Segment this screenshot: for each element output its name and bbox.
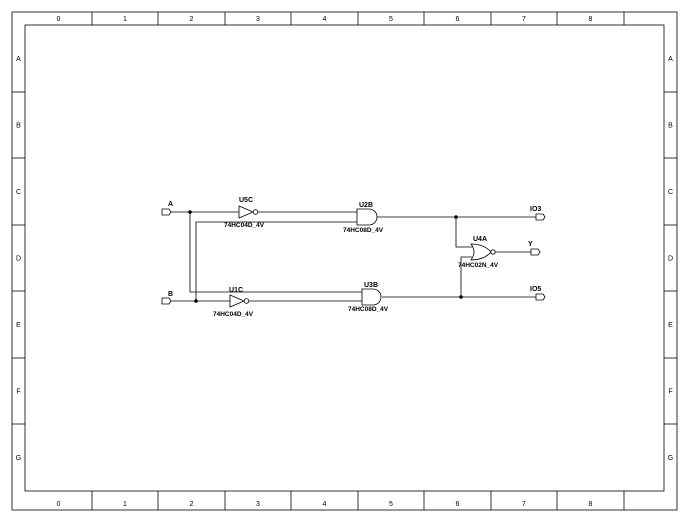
junction-b (194, 299, 198, 303)
junction-a (188, 210, 192, 214)
inverter-u1c-bubble (243, 298, 250, 304)
frame-row-label-right: D (668, 256, 673, 263)
output-label-io3: IO3 (530, 206, 541, 213)
frame-row-label-right: F (668, 389, 672, 396)
frame-column-label-bottom: 4 (323, 501, 327, 508)
frame-column-label-bottom: 1 (123, 501, 127, 508)
nor-gate-u4a-icon (470, 243, 492, 261)
and-gate-u3b[interactable]: U3B 74HC08D_4V (348, 282, 389, 313)
frame-column-label-top: 1 (123, 16, 127, 23)
frame-row-label-left: B (16, 123, 21, 130)
output-label-y: Y (528, 241, 533, 248)
component-part: 74HC04D_4V (224, 222, 265, 229)
component-part: 74HC08D_4V (348, 306, 389, 313)
component-ref: U3B (364, 282, 378, 289)
component-part: 74HC02N_4V (458, 262, 499, 269)
frame-column-label-top: 3 (256, 16, 260, 23)
output-connector-io3[interactable]: IO3 (530, 206, 546, 221)
frame-column-label-bottom: 8 (589, 501, 593, 508)
inverter-u5c-icon (238, 205, 255, 219)
frame-column-label-top: 4 (323, 16, 327, 23)
output-connector-y[interactable]: Y (528, 241, 541, 256)
input-label-b: B (168, 291, 173, 298)
frame-row-label-right: B (668, 123, 673, 130)
junction-u3b-out (459, 295, 463, 299)
frame-column-label-top: 5 (389, 16, 393, 23)
frame-column-label-bottom: 5 (389, 501, 393, 508)
nor-gate-u4a-bubble (490, 249, 496, 255)
component-part: 74HC08D_4V (343, 227, 384, 234)
frame-row-label-left: C (16, 189, 21, 196)
input-connector-b-icon (161, 297, 172, 305)
frame-column-label-bottom: 0 (57, 501, 61, 508)
frame-row-label-right: E (668, 322, 673, 329)
component-ref: U2B (359, 202, 373, 209)
inverter-u5c-bubble (252, 209, 259, 215)
frame-column-label-top: 6 (456, 16, 460, 23)
inverter-u1c-icon (229, 294, 246, 308)
frame-row-label-right: A (668, 56, 673, 63)
junctions (188, 210, 463, 303)
component-ref: U5C (239, 197, 253, 204)
inverter-u1c[interactable]: U1C 74HC04D_4V (213, 287, 254, 318)
frame-column-label-top: 7 (522, 16, 526, 23)
frame-row-label-left: F (16, 389, 20, 396)
output-connector-io5-icon (535, 293, 546, 301)
inverter-u5c[interactable]: U5C 74HC04D_4V (224, 197, 265, 229)
frame-row-label-left: G (16, 455, 21, 462)
frame-column-label-bottom: 2 (190, 501, 194, 508)
input-connector-a[interactable]: A (161, 201, 173, 216)
and-gate-u2b[interactable]: U2B 74HC08D_4V (343, 202, 384, 234)
frame-column-label-top: 2 (190, 16, 194, 23)
frame-column-label-bottom: 3 (256, 501, 260, 508)
nor-gate-u4a[interactable]: U4A 74HC02N_4V (458, 236, 499, 269)
component-ref: U1C (229, 287, 243, 294)
component-part: 74HC04D_4V (213, 311, 254, 318)
frame-row-label-left: D (16, 256, 21, 263)
output-connector-io3-icon (535, 213, 546, 221)
frame-row-label-right: G (668, 455, 673, 462)
junction-u2b-out (454, 215, 458, 219)
output-connector-y-icon (530, 248, 541, 256)
frame-column-label-top: 8 (589, 16, 593, 23)
input-connector-b[interactable]: B (161, 291, 173, 305)
input-connector-a-icon (161, 208, 172, 216)
component-ref: U4A (473, 236, 487, 243)
frame-row-label-left: A (16, 56, 21, 63)
frame-row-label-left: E (16, 322, 21, 329)
output-label-io5: IO5 (530, 286, 541, 293)
frame-column-label-top: 0 (57, 16, 61, 23)
frame-column-label-bottom: 6 (456, 501, 460, 508)
and-gate-u2b-icon (356, 208, 378, 226)
output-connector-io5[interactable]: IO5 (530, 286, 546, 301)
frame-row-label-right: C (668, 189, 673, 196)
frame-column-label-bottom: 7 (522, 501, 526, 508)
and-gate-u3b-icon (361, 288, 382, 306)
input-label-a: A (168, 201, 173, 208)
